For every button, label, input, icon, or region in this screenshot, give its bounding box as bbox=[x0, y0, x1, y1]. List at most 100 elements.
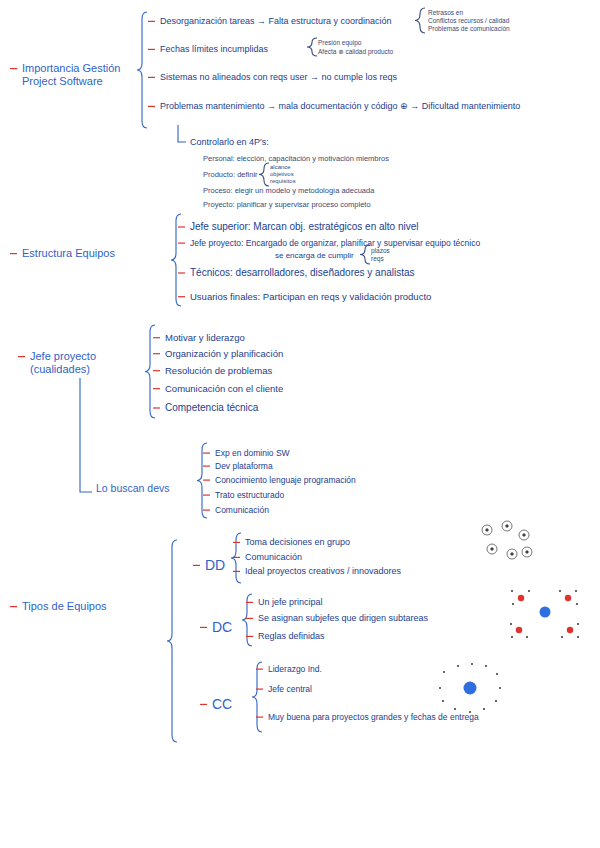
branch-item: Dev plataforma bbox=[215, 461, 273, 471]
note: Presión equipo bbox=[318, 39, 361, 47]
bracket bbox=[242, 594, 252, 646]
branch-item: Un jefe principal bbox=[258, 597, 323, 608]
sub-heading: Lo buscan devs bbox=[96, 482, 170, 495]
branch-item: Exp en dominio SW bbox=[215, 448, 290, 458]
branch-item: Jefe central bbox=[268, 684, 312, 694]
bullet-dash bbox=[18, 356, 25, 357]
bracket bbox=[171, 214, 181, 306]
bullet-dash bbox=[178, 226, 185, 227]
bullet-dash bbox=[153, 407, 160, 408]
section-title: Jefe proyecto (cualidades) bbox=[30, 350, 120, 376]
section-title: Importancia Gestión Project Software bbox=[22, 62, 122, 88]
hook-line bbox=[80, 378, 92, 492]
bullet-dash bbox=[233, 557, 240, 558]
branch-item: Se asignan subjefes que dirigen subtarea… bbox=[258, 613, 428, 624]
bracket bbox=[167, 540, 177, 742]
branch-item: Comunicación con el cliente bbox=[165, 383, 283, 394]
bullet-dash bbox=[148, 77, 155, 78]
section-title: Estructura Equipos bbox=[22, 247, 115, 260]
bullet-dash bbox=[246, 602, 253, 603]
bracket bbox=[137, 12, 147, 128]
bullet-dash bbox=[153, 370, 160, 371]
bullet-dash bbox=[233, 571, 240, 572]
bullet-dash bbox=[178, 242, 185, 243]
branch-item: Comunicación bbox=[215, 505, 269, 515]
branch-item: Competencia técnica bbox=[165, 402, 258, 414]
bullet-dash bbox=[178, 296, 185, 297]
bullet-dash bbox=[256, 688, 263, 689]
cc-illustration bbox=[439, 663, 501, 713]
branch-item: Comunicación bbox=[245, 552, 302, 563]
bullet-dash bbox=[148, 106, 155, 107]
branch-item: Desorganización tareas → Falta estructur… bbox=[160, 16, 392, 27]
branch-item: Ideal proyectos creativos / innovadores bbox=[245, 566, 401, 577]
bullet-dash bbox=[193, 565, 200, 566]
bullet-dash bbox=[153, 337, 160, 338]
branch-item: Trato estructurado bbox=[215, 490, 284, 500]
note: requisitos bbox=[270, 178, 296, 185]
bullet-dash bbox=[256, 716, 263, 717]
bracket bbox=[259, 163, 269, 186]
bullet-dash bbox=[203, 509, 210, 510]
bullet-dash bbox=[200, 704, 207, 705]
bullet-dash bbox=[200, 627, 207, 628]
bracket bbox=[415, 8, 425, 33]
bullet-dash bbox=[10, 606, 17, 607]
bracket bbox=[307, 38, 317, 56]
bracket bbox=[231, 533, 241, 583]
bullet-dash bbox=[256, 668, 263, 669]
bullet-dash bbox=[246, 618, 253, 619]
branch-item: Jefe superior: Marcan obj. estratégicos … bbox=[190, 221, 418, 233]
hook-line bbox=[178, 125, 186, 142]
note: Conflictos recursos / calidad bbox=[428, 17, 509, 25]
bullet-dash bbox=[153, 388, 160, 389]
branch-item: Motivar y liderazgo bbox=[165, 332, 245, 343]
bullet-dash bbox=[178, 272, 185, 273]
branch-item: Fechas límites incumplidas bbox=[160, 44, 268, 55]
bullet-dash bbox=[203, 465, 210, 466]
sub-item: Personal: elección, capacitación y motiv… bbox=[203, 154, 389, 163]
branch-item: Usuarios finales: Participan en reqs y v… bbox=[190, 291, 431, 302]
dc-illustration bbox=[510, 590, 579, 638]
bullet-dash bbox=[246, 636, 253, 637]
bullet-dash bbox=[233, 542, 240, 543]
note: objetivos bbox=[270, 171, 294, 178]
bracket bbox=[145, 325, 155, 418]
note: alcance bbox=[270, 164, 291, 171]
branch-item: Muy buena para proyectos grandes y fecha… bbox=[268, 712, 479, 722]
team-type: CC bbox=[212, 696, 232, 713]
bullet-dash bbox=[10, 68, 17, 69]
note: plazos bbox=[371, 247, 390, 255]
bullet-dash bbox=[203, 452, 210, 453]
branch-item: Jefe proyecto: Encargado de organizar, p… bbox=[190, 238, 480, 248]
note: Problemas de comunicación bbox=[428, 25, 510, 33]
sub-item: Proceso: elegir un modelo y metodología … bbox=[203, 186, 374, 195]
bullet-dash bbox=[153, 353, 160, 354]
sub-item: Producto: definir bbox=[203, 170, 258, 179]
team-type: DC bbox=[212, 619, 232, 636]
bracket bbox=[252, 662, 262, 732]
branch-item: Técnicos: desarrolladores, diseñadores y… bbox=[190, 267, 415, 279]
bullet-dash bbox=[203, 479, 210, 480]
sub-item: Proyecto: planificar y supervisar proces… bbox=[203, 200, 371, 209]
branch-item: Sistemas no alineados con reqs user → no… bbox=[160, 72, 397, 83]
branch-item: Conocimiento lenguaje programación bbox=[215, 475, 356, 485]
branch-item: Reglas definidas bbox=[258, 631, 325, 642]
bullet-dash bbox=[203, 494, 210, 495]
section-title: Tipos de Equipos bbox=[22, 600, 107, 613]
bullet-dash bbox=[148, 49, 155, 50]
bullet-dash bbox=[10, 253, 17, 254]
team-type: DD bbox=[205, 557, 225, 574]
note: Retrasos en bbox=[428, 9, 463, 17]
branch-item: Resolución de problemas bbox=[165, 365, 272, 376]
branch-item: Problemas mantenimiento → mala documenta… bbox=[160, 101, 520, 112]
branch-item: Liderazgo Ind. bbox=[268, 664, 322, 674]
branch-item: se encarga de cumplir bbox=[275, 251, 354, 261]
note: reqs bbox=[371, 255, 384, 263]
branch-item: Toma decisiones en grupo bbox=[245, 537, 350, 548]
branch-item: Organización y planificación bbox=[165, 348, 283, 359]
sub-heading: Controlarlo en 4P's: bbox=[190, 137, 269, 148]
bullet-dash bbox=[148, 21, 155, 22]
dd-illustration bbox=[482, 521, 532, 559]
note: Afecta ⊕ calidad producto bbox=[318, 48, 393, 56]
